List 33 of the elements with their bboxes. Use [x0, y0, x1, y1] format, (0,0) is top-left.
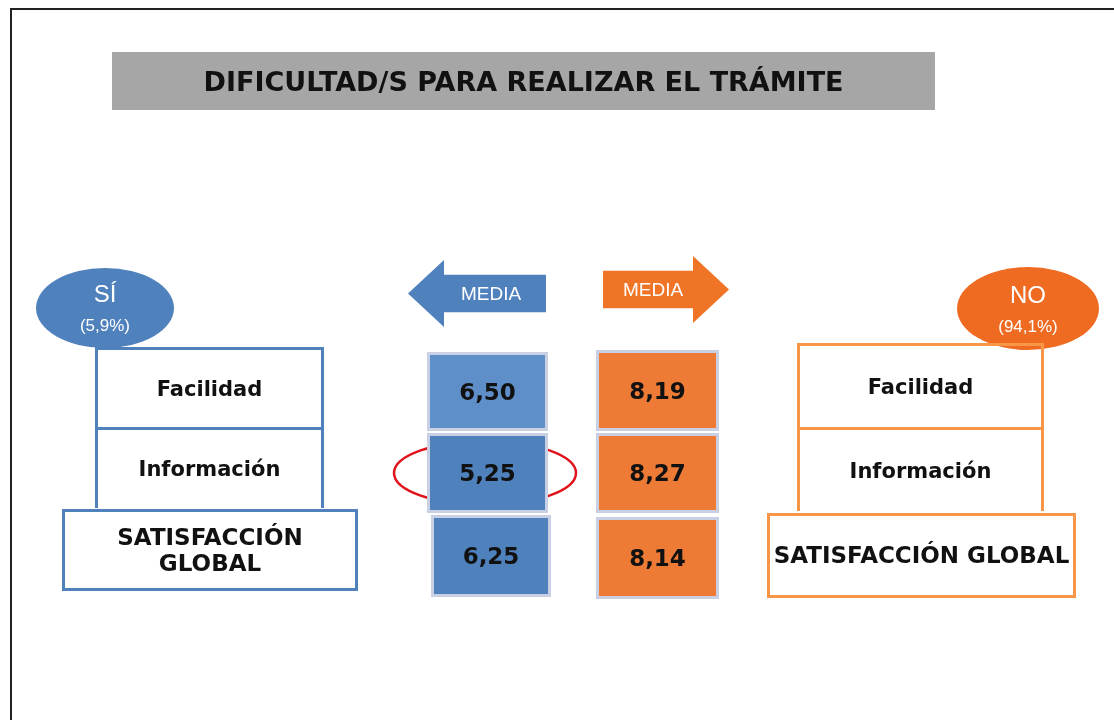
- value-text: 6,50: [459, 378, 516, 405]
- row-box: [95, 347, 324, 428]
- value-box: [596, 350, 719, 431]
- group-heading: NO: [1010, 280, 1046, 309]
- value-text: 8,27: [629, 460, 686, 486]
- value-box: [427, 433, 548, 513]
- value-text: 5,25: [459, 460, 516, 486]
- right-arrow: [603, 256, 729, 323]
- total-box: [62, 509, 358, 591]
- title-bar: DIFICULTAD/S PARA REALIZAR EL TRÁMITE: [112, 52, 935, 110]
- value-box: [427, 352, 548, 431]
- row-label: Información: [849, 458, 992, 483]
- group-heading: SÍ: [93, 280, 117, 308]
- row-label: Información: [138, 457, 281, 481]
- row-box: [95, 427, 324, 508]
- row-label: Facilidad: [156, 377, 263, 401]
- total-label: SATISFACCIÓN GLOBAL: [116, 523, 304, 577]
- percentage-text: (94,1%): [998, 316, 1058, 337]
- row-box: [797, 427, 1044, 511]
- left-arrow: [408, 260, 546, 327]
- arrow-label: MEDIA: [460, 282, 522, 305]
- value-text: 8,19: [629, 377, 686, 404]
- total-label: SATISFACCIÓN GLOBAL: [773, 542, 1070, 569]
- total-box: [767, 513, 1076, 598]
- value-box: [596, 517, 719, 599]
- arrow-label: MEDIA: [622, 278, 684, 301]
- value-text: 8,14: [629, 545, 686, 571]
- value-box: [431, 515, 551, 597]
- row-box: [797, 343, 1044, 428]
- value-box: [596, 433, 719, 513]
- percentage-text: (5,9%): [79, 316, 131, 336]
- value-text: 6,25: [462, 543, 520, 569]
- row-label: Facilidad: [867, 375, 974, 399]
